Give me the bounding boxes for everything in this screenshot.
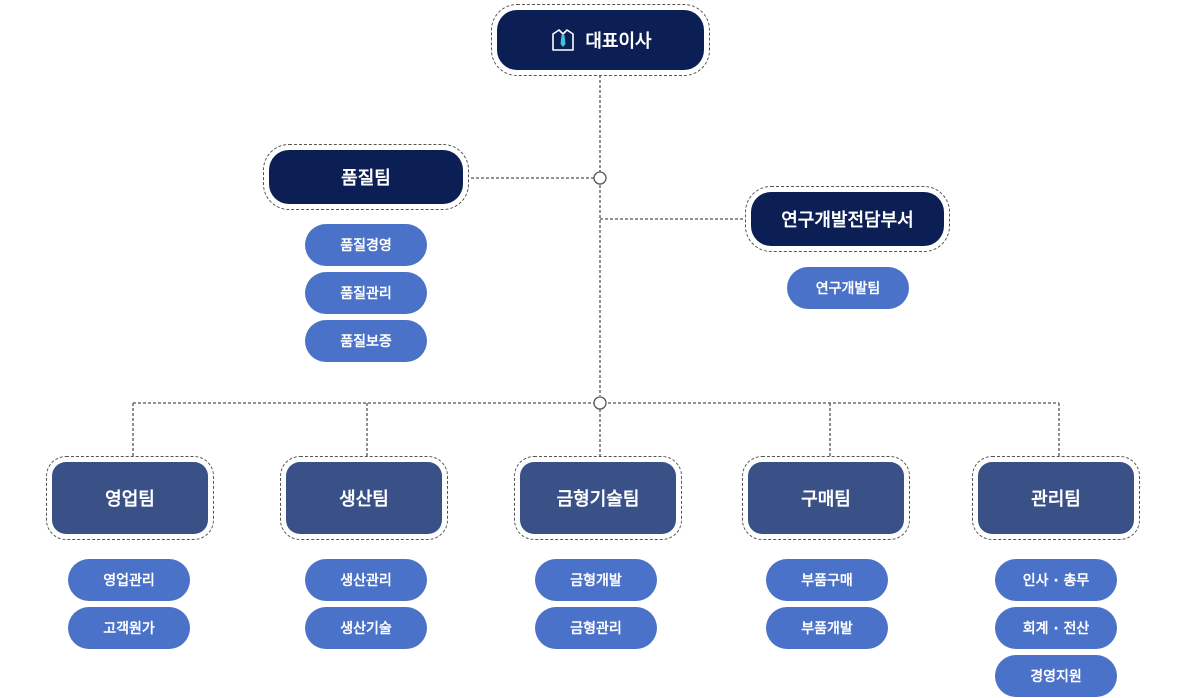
team-3-sub-item-1: 금형개발 <box>535 559 657 601</box>
rnd-box: 연구개발전담부서 <box>751 192 944 246</box>
team-3-box: 금형기술팀 <box>520 462 676 534</box>
shirt-tie-icon <box>549 28 577 52</box>
junction-node-upper <box>593 171 607 185</box>
ceo-label: 대표이사 <box>585 31 652 52</box>
team-5-box: 관리팀 <box>978 462 1134 534</box>
team-1-sub-item-1: 영업관리 <box>68 559 190 601</box>
rnd-label: 연구개발전담부서 <box>781 210 914 231</box>
team-4-box: 구매팀 <box>748 462 904 534</box>
quality-sub-item-3: 품질보증 <box>305 320 427 362</box>
team-2-sub-item-1: 생산관리 <box>305 559 427 601</box>
quality-label: 품질팀 <box>341 168 391 189</box>
ceo-box: 대표이사 <box>497 10 704 70</box>
team-3-sub-item-2: 금형관리 <box>535 607 657 649</box>
team-2-box: 생산팀 <box>286 462 442 534</box>
quality-sub-item-1: 품질경영 <box>305 224 427 266</box>
team-2-sub-item-2: 생산기술 <box>305 607 427 649</box>
team-1-box: 영업팀 <box>52 462 208 534</box>
junction-node-lower <box>593 396 607 410</box>
team-4-sub-item-2: 부품개발 <box>766 607 888 649</box>
rnd-sub-item-1: 연구개발팀 <box>787 267 909 309</box>
team-5-sub-item-3: 경영지원 <box>995 655 1117 697</box>
quality-sub-item-2: 품질관리 <box>305 272 427 314</box>
quality-box: 품질팀 <box>269 150 463 204</box>
team-1-sub-item-2: 고객원가 <box>68 607 190 649</box>
team-4-sub-item-1: 부품구매 <box>766 559 888 601</box>
team-5-sub-item-1: 인사 · 총무 <box>995 559 1117 601</box>
team-5-sub-item-2: 회계 · 전산 <box>995 607 1117 649</box>
